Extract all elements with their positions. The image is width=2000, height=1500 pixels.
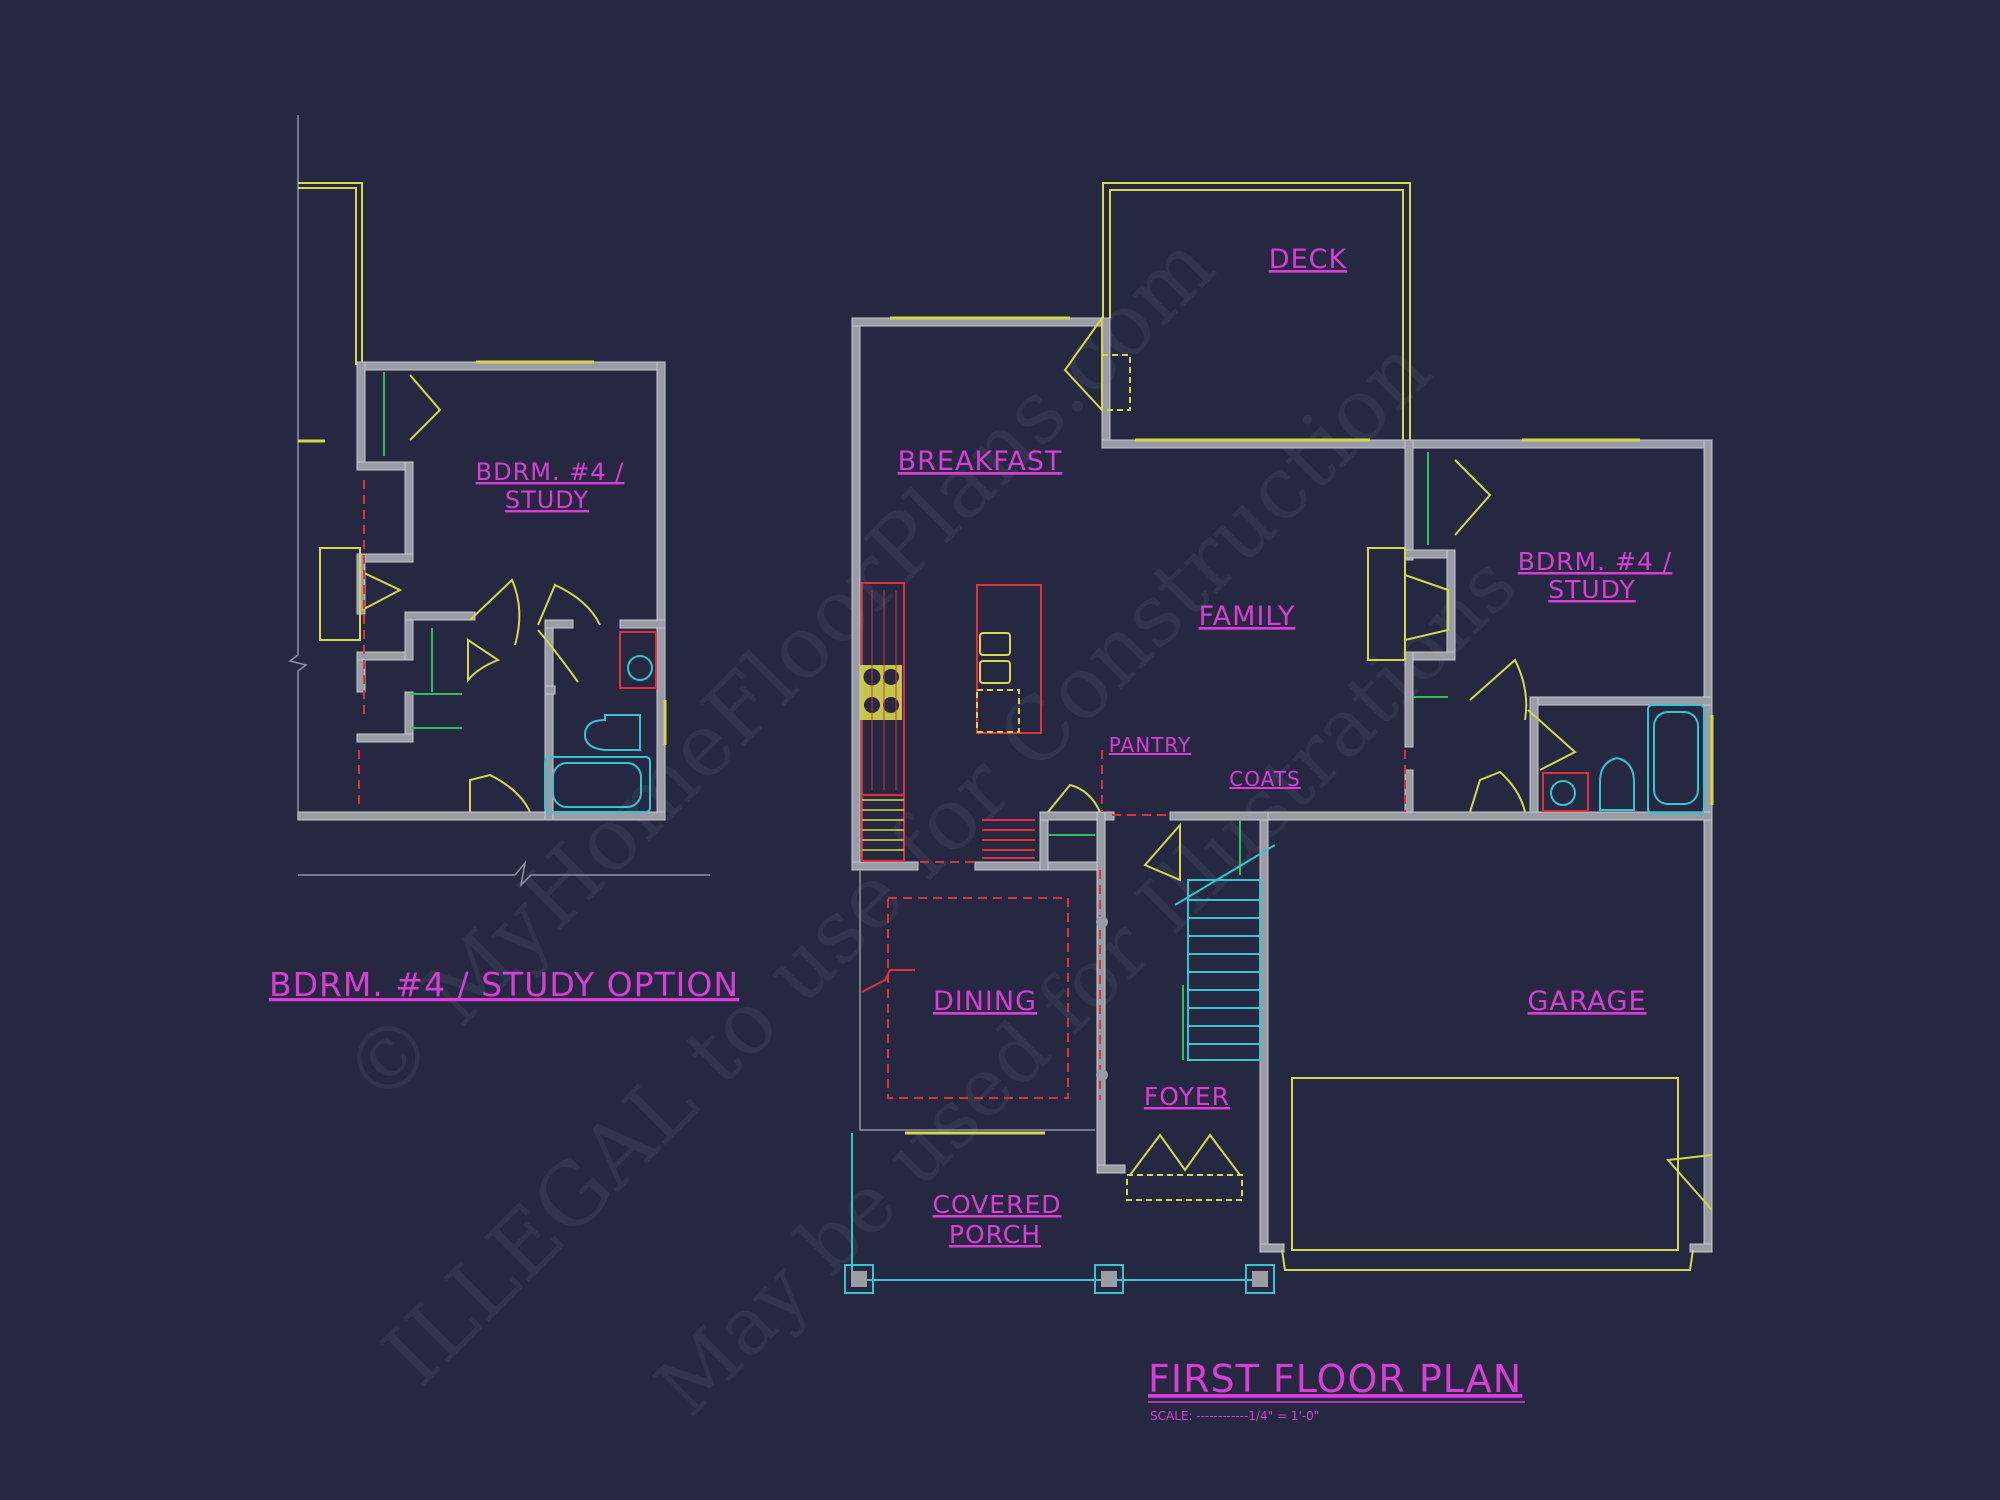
plan-scale: SCALE: ------------1/4" = 1'-0" xyxy=(1150,1409,1319,1423)
plan-title: FIRST FLOOR PLAN xyxy=(1148,1357,1522,1401)
room-label-pantry: PANTRY xyxy=(1109,733,1191,757)
front-door xyxy=(1129,1133,1241,1176)
room-label-deck: DECK xyxy=(1269,244,1348,275)
wall-garage-top xyxy=(1259,811,1713,821)
option-sink xyxy=(627,655,653,681)
room-label-porch-line1: COVERED xyxy=(932,1190,1061,1219)
wall-left xyxy=(851,317,861,869)
stair xyxy=(1187,879,1261,1061)
room-label-coats: COATS xyxy=(1229,767,1300,791)
garage-door-outline xyxy=(1291,1077,1679,1251)
option-room-label-line1: BDRM. #4 / xyxy=(476,458,625,486)
option-bathtub xyxy=(544,756,651,813)
option-plan-title: BDRM. #4 / STUDY OPTION xyxy=(269,965,739,1004)
deck-outline xyxy=(1102,182,1411,440)
option-room-label-line2: STUDY xyxy=(505,486,589,514)
option-cut-line-bottom xyxy=(298,860,710,888)
first-floor-plan: DECK BREAKFAST FAMILY BDRM. #4 / STUDY P… xyxy=(844,182,1714,1423)
toilet xyxy=(1599,756,1635,811)
coat-closet-door xyxy=(1143,822,1181,882)
room-label-dining: DINING xyxy=(933,986,1037,1017)
option-wall-right xyxy=(656,361,666,821)
option-toilet xyxy=(583,714,641,751)
bdrm-closet-door xyxy=(1454,459,1492,536)
room-label-bdrm-line2: STUDY xyxy=(1548,575,1636,604)
wall-garage-left xyxy=(1259,811,1269,1253)
option-closet-door xyxy=(409,374,442,441)
room-label-family: FAMILY xyxy=(1199,601,1296,632)
option-exterior-outline xyxy=(298,182,363,365)
fireplace xyxy=(1367,547,1406,661)
room-label-breakfast: BREAKFAST xyxy=(898,446,1063,477)
option-door-swing xyxy=(469,578,521,646)
room-label-garage: GARAGE xyxy=(1527,986,1646,1017)
pantry-door xyxy=(1047,783,1101,813)
room-label-foyer: FOYER xyxy=(1144,1082,1230,1111)
sink xyxy=(1550,780,1576,806)
study-option-plan: BDRM. #4 / STUDY BDRM. #4 / STUDY OPTION xyxy=(269,115,739,1004)
room-label-porch-line2: PORCH xyxy=(949,1220,1041,1249)
option-wall-bottom xyxy=(297,811,666,821)
room-label-bdrm-line1: BDRM. #4 / xyxy=(1518,547,1672,576)
option-cut-line-left xyxy=(288,115,308,820)
wall-right-garage xyxy=(1703,811,1713,1253)
porch-column xyxy=(844,1264,874,1294)
deck-door xyxy=(1063,314,1103,413)
dining-table-outline xyxy=(887,897,1069,1099)
bathtub xyxy=(1647,704,1705,814)
